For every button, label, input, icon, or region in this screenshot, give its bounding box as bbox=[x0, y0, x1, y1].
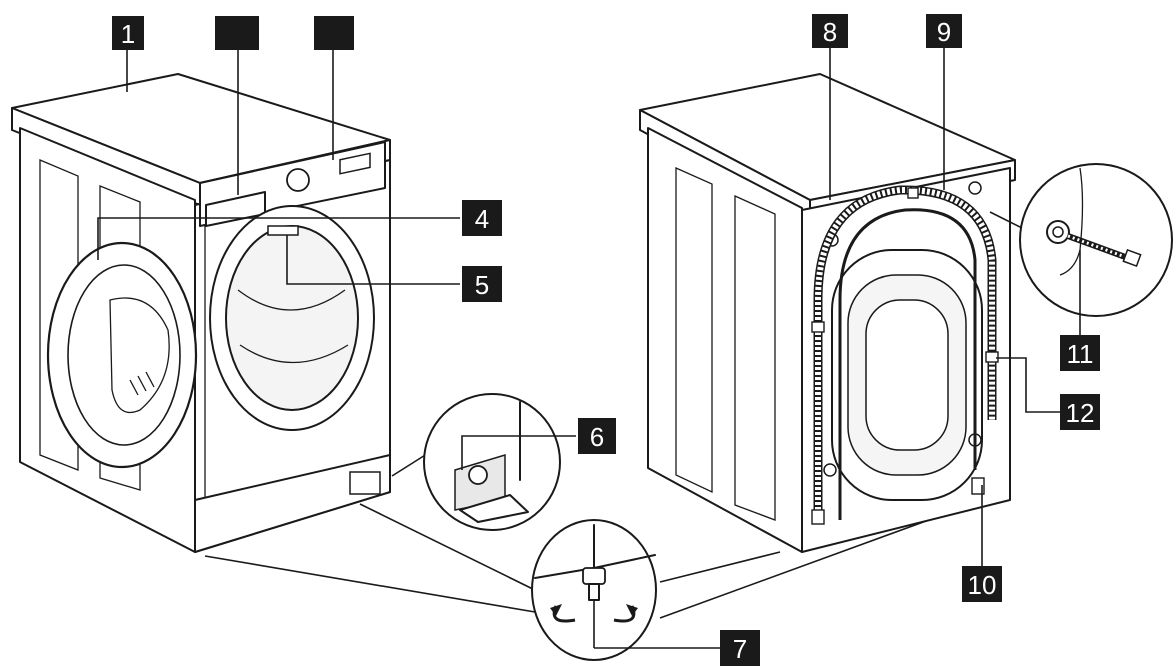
label-3 bbox=[314, 16, 354, 50]
label-6: 6 bbox=[578, 418, 616, 454]
label-8: 8 bbox=[812, 14, 848, 48]
back-machine bbox=[639, 73, 1016, 553]
service-flap bbox=[349, 471, 381, 495]
svg-text:5: 5 bbox=[475, 270, 489, 300]
label-11: 11 bbox=[1060, 335, 1100, 371]
label-7: 7 bbox=[720, 630, 760, 666]
adjustable-foot-detail bbox=[204, 503, 971, 661]
label-4: 4 bbox=[462, 200, 502, 236]
svg-text:11: 11 bbox=[1067, 339, 1094, 369]
filter-detail bbox=[391, 393, 561, 531]
svg-text:8: 8 bbox=[823, 17, 837, 47]
svg-text:6: 6 bbox=[590, 422, 604, 452]
svg-text:10: 10 bbox=[968, 570, 997, 600]
display bbox=[339, 152, 371, 175]
svg-text:1: 1 bbox=[121, 19, 135, 49]
label-2 bbox=[215, 16, 259, 50]
label-5: 5 bbox=[462, 266, 502, 302]
svg-text:9: 9 bbox=[937, 17, 951, 47]
label-10: 10 bbox=[962, 566, 1002, 602]
program-knob bbox=[286, 168, 310, 192]
label-1: 1 bbox=[112, 16, 144, 50]
drain-filter bbox=[468, 465, 488, 485]
svg-text:12: 12 bbox=[1066, 398, 1095, 428]
inlet-hose bbox=[838, 208, 977, 520]
front-machine bbox=[11, 73, 391, 553]
svg-text:7: 7 bbox=[733, 634, 747, 664]
foot-screw bbox=[582, 567, 606, 585]
label-9: 9 bbox=[926, 14, 962, 48]
svg-text:4: 4 bbox=[475, 204, 489, 234]
transit-bolt-detail bbox=[989, 163, 1173, 335]
leader-lines bbox=[97, 48, 1060, 566]
door-latch bbox=[267, 225, 299, 236]
label-12: 12 bbox=[1060, 394, 1100, 430]
